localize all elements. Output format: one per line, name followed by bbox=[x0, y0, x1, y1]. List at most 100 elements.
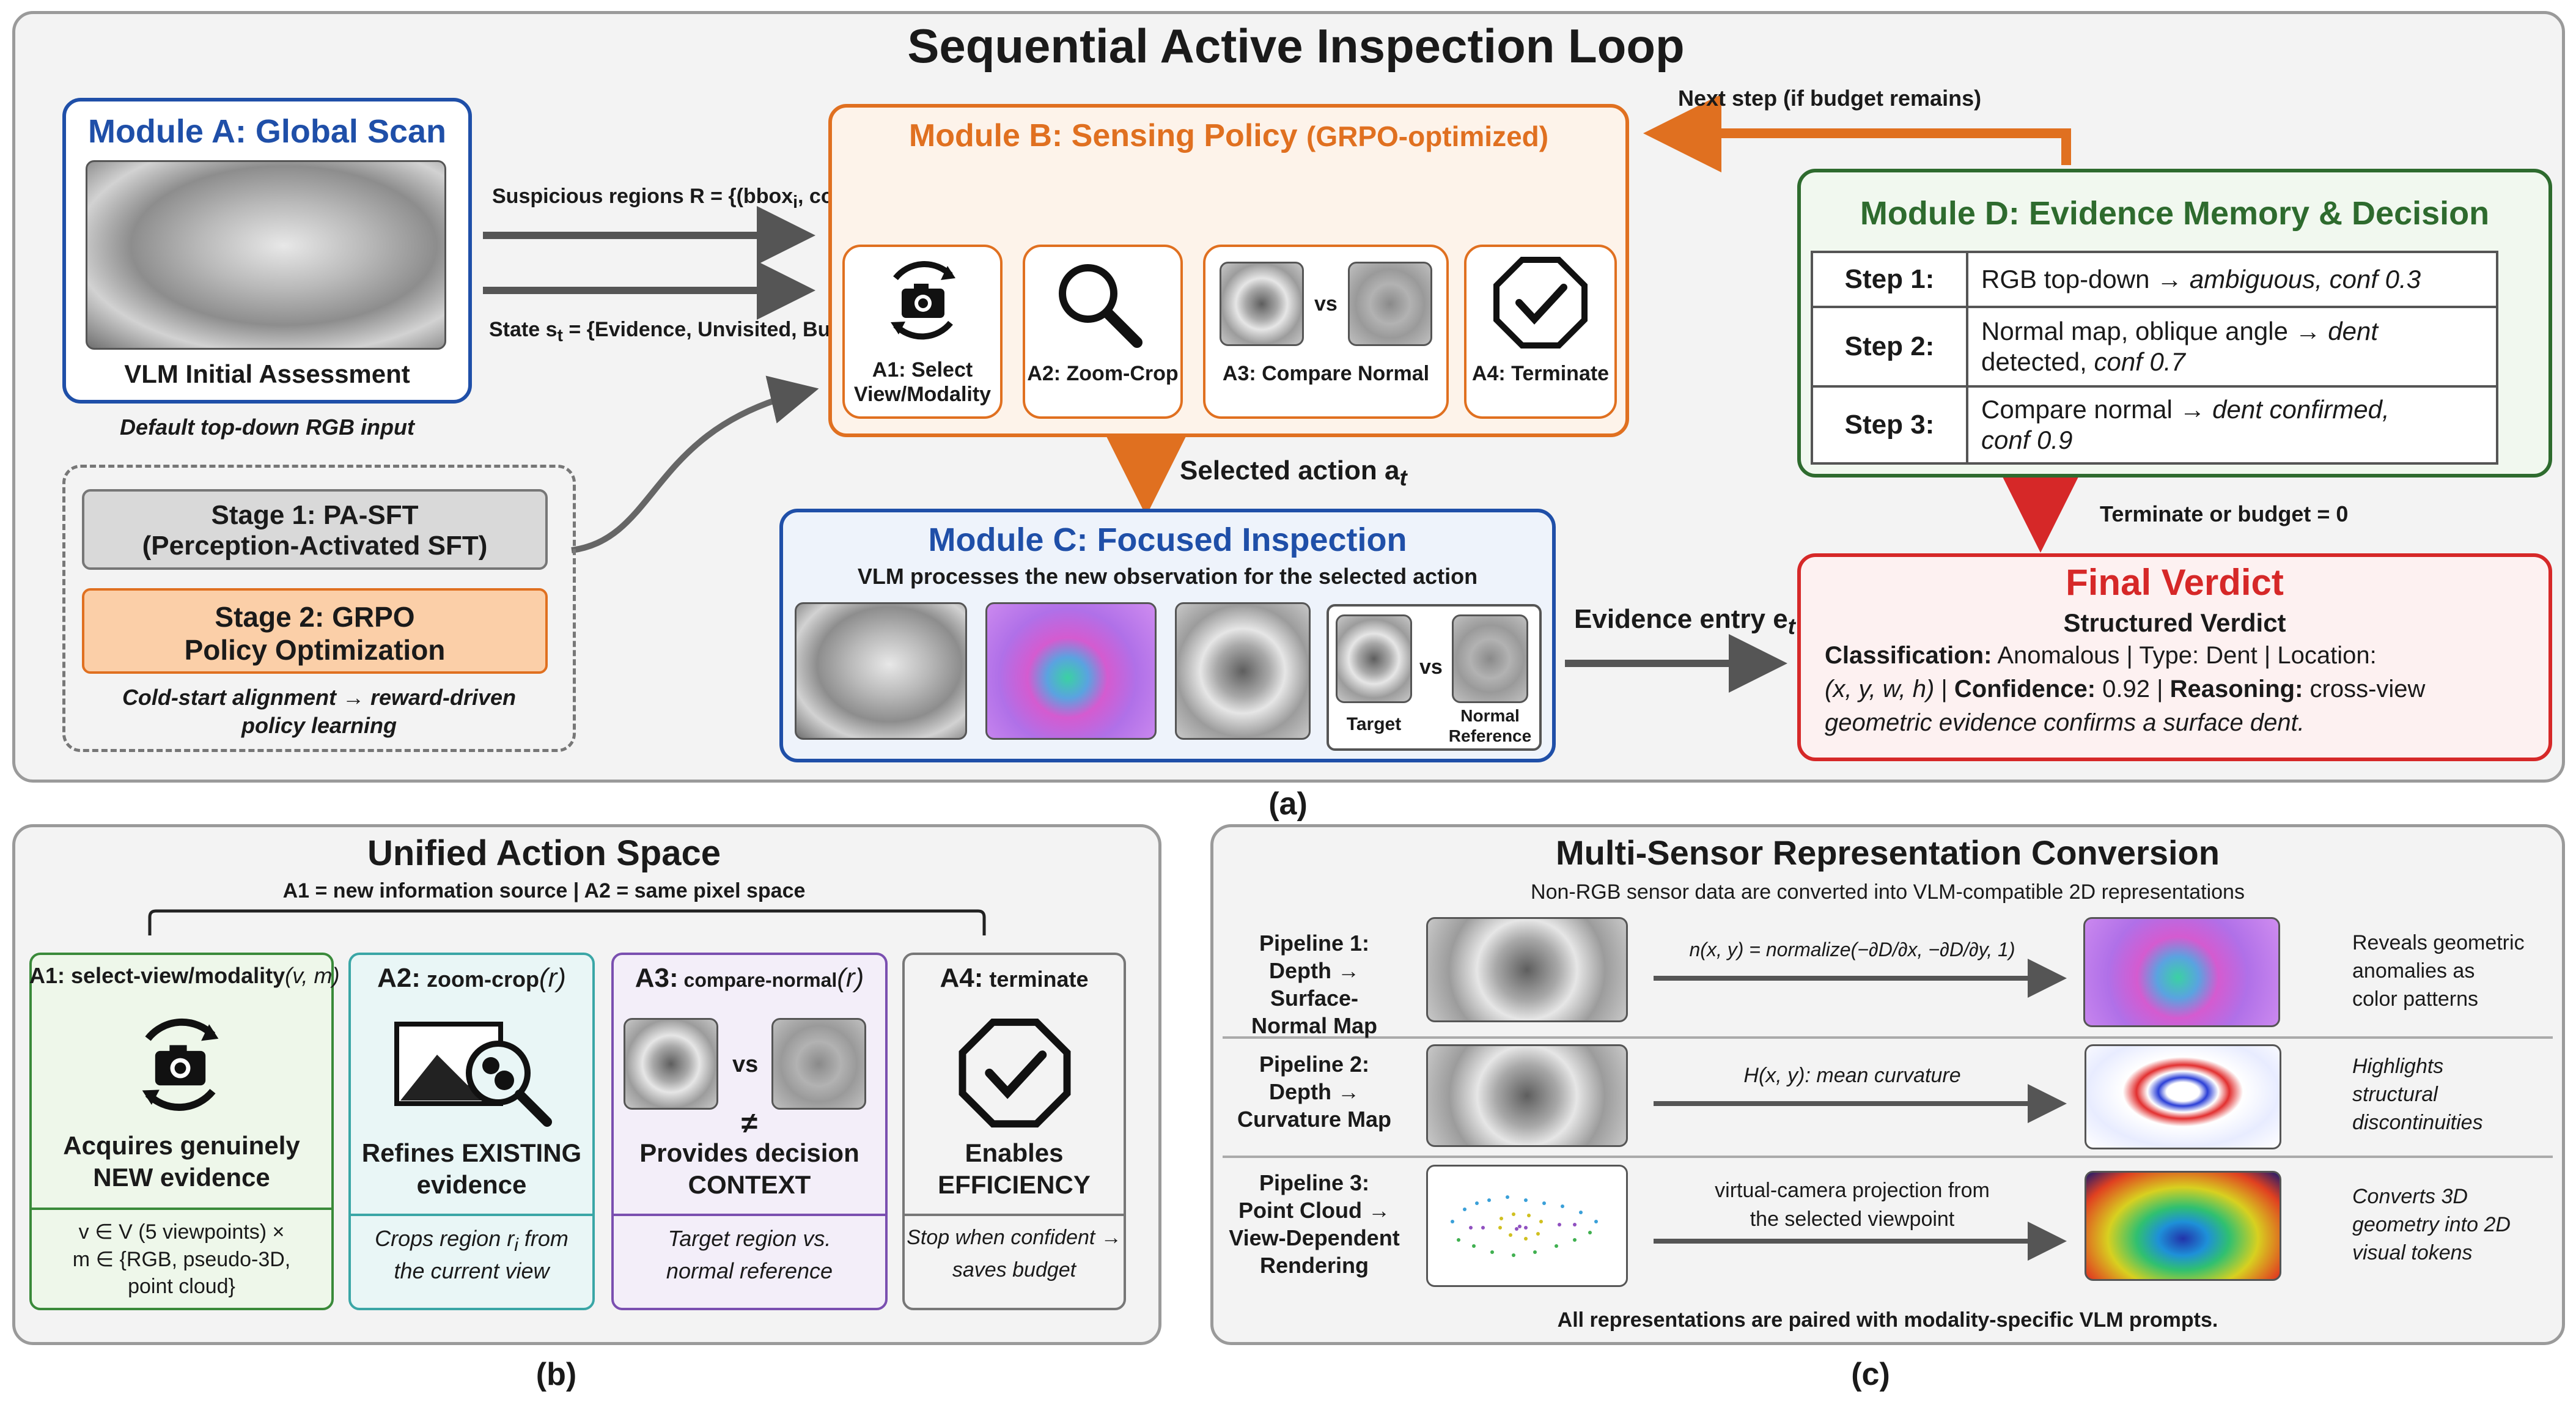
module-a-caption: VLM Initial Assessment bbox=[124, 360, 410, 388]
c-row-sep-1 bbox=[1223, 1036, 2553, 1039]
verdict-subtitle: Structured Verdict bbox=[2063, 608, 2286, 637]
b-card-a4-main2: EFFICIENCY bbox=[938, 1170, 1091, 1199]
step-row-1: Step 1: RGB top-down → ambiguous, conf 0… bbox=[1813, 253, 2496, 308]
panel-a-title: Sequential Active Inspection Loop bbox=[907, 19, 1685, 73]
b-card-a3-normal-thumb bbox=[771, 1018, 866, 1110]
stage1-line2: (Perception-Activated SFT) bbox=[142, 531, 488, 561]
b-card-a2-foot2: the current view bbox=[394, 1258, 550, 1283]
pipeline-3-desc: Converts 3D geometry into 2D visual toke… bbox=[2352, 1185, 2511, 1264]
b-card-a1-main2: NEW evidence bbox=[93, 1163, 270, 1192]
b-card-a2-foot1: Crops region ri from bbox=[375, 1226, 569, 1256]
training-note-2: policy learning bbox=[241, 713, 397, 738]
b-card-a3-neq: ≠ bbox=[741, 1107, 758, 1140]
b-card-a3-foot1: Target region vs. bbox=[668, 1226, 831, 1251]
b-card-a1-foot1: v ∈ V (5 viewpoints) × bbox=[78, 1220, 285, 1244]
training-box bbox=[62, 465, 576, 752]
panel-b-title: Unified Action Space bbox=[367, 833, 721, 873]
b-card-a2-main1: Refines EXISTING bbox=[361, 1138, 582, 1167]
b-action-a4-label: A4: Terminate bbox=[1471, 362, 1610, 385]
b-card-a4 bbox=[902, 953, 1126, 1310]
pipeline-1-output bbox=[2083, 917, 2280, 1027]
b-card-a2-main2: evidence bbox=[416, 1170, 527, 1199]
module-a-title: Module A: Global Scan bbox=[87, 113, 447, 150]
point-cloud-graphic bbox=[1451, 1195, 1598, 1257]
arrow-state-label: State st = {Evidence, Unvisited, Budget} bbox=[489, 318, 883, 345]
b-card-a4-foot2: saves budget bbox=[952, 1258, 1076, 1281]
training-note-1: Cold-start alignment → reward-driven bbox=[122, 685, 517, 710]
pipeline-3-formula-2: the selected viewpoint bbox=[1750, 1208, 1955, 1231]
b-card-a1-head: A1: select-view/modality(v, m) bbox=[29, 963, 340, 988]
b-action-select-view[interactable] bbox=[842, 245, 1003, 419]
pipeline-2-label: Pipeline 2: Depth → Curvature Map bbox=[1237, 1052, 1392, 1132]
b-action-a2-label: A2: Zoom-Crop bbox=[1027, 362, 1179, 385]
evidence-entry-label: Evidence entry et bbox=[1574, 604, 1795, 639]
verdict-line1: Classification: Anomalous | Type: Dent |… bbox=[1825, 642, 2377, 669]
c-target-label: Target bbox=[1346, 714, 1402, 734]
b-card-a4-main1: Enables bbox=[965, 1138, 1064, 1167]
module-c-subtitle: VLM processes the new observation for th… bbox=[857, 564, 1478, 589]
pipeline-3-formula-1: virtual-camera projection from bbox=[1715, 1179, 1990, 1202]
pipeline-2-desc: Highlights structural discontinuities bbox=[2352, 1055, 2483, 1134]
panel-c-title: Multi-Sensor Representation Conversion bbox=[1556, 833, 2220, 872]
b-card-a2 bbox=[348, 953, 595, 1310]
c-normal-ref-2: Reference bbox=[1448, 726, 1532, 745]
magnifier-icon bbox=[1059, 264, 1143, 348]
b-image-zoom-icon bbox=[394, 1022, 552, 1127]
c-image-normal bbox=[985, 602, 1157, 740]
b-card-a2-divider bbox=[351, 1214, 592, 1216]
b-card-a1-foot2: m ∈ {RGB, pseudo-3D, bbox=[72, 1248, 291, 1271]
pipeline-1-label: Pipeline 1: Depth → Surface- Normal Map bbox=[1251, 931, 1378, 1038]
panel-b-bracket-text: A1 = new information source | A2 = same … bbox=[282, 879, 806, 902]
module-b-title: Module B: Sensing Policy (GRPO-optimized… bbox=[908, 118, 1549, 153]
b-target-thumb bbox=[1220, 262, 1304, 346]
b-card-a4-divider bbox=[905, 1214, 1124, 1216]
pipeline-2-formula: H(x, y): mean curvature bbox=[1743, 1064, 1961, 1087]
b-card-a1 bbox=[29, 953, 334, 1310]
pipeline-3-input bbox=[1426, 1165, 1628, 1287]
pipeline-1-input bbox=[1426, 917, 1628, 1022]
verdict-line2: (x, y, w, h) | Confidence: 0.92 | Reason… bbox=[1825, 676, 2426, 702]
caption-b: (b) bbox=[535, 1357, 577, 1392]
pipeline-3-label: Pipeline 3: Point Cloud → View-Dependent… bbox=[1229, 1170, 1400, 1278]
c-vs-text: vs bbox=[1419, 655, 1443, 679]
step-row-2: Step 2: Normal map, oblique angle → dent… bbox=[1813, 308, 2496, 388]
b-card-a3-head: A3: compare-normal(r) bbox=[635, 963, 864, 993]
verdict-box bbox=[1797, 553, 2552, 761]
panel-b-bracket bbox=[148, 909, 986, 935]
verdict-line3: geometric evidence confirms a surface de… bbox=[1825, 709, 2305, 736]
module-a-note: Default top-down RGB input bbox=[120, 415, 414, 440]
evidence-table: Step 1: RGB top-down → ambiguous, conf 0… bbox=[1811, 251, 2498, 465]
panel-c-subtitle: Non-RGB sensor data are converted into V… bbox=[1531, 880, 2245, 904]
arrow-suspicious-label: Suspicious regions R = {(bboxi, confi)} bbox=[492, 185, 873, 212]
b-card-a1-divider bbox=[32, 1208, 331, 1210]
stop-check-icon bbox=[1493, 257, 1588, 348]
b-card-a3-foot2: normal reference bbox=[666, 1258, 833, 1283]
b-card-a3 bbox=[611, 953, 888, 1310]
stage1-line1: Stage 1: PA-SFT bbox=[211, 500, 419, 530]
pipeline-1-formula: n(x, y) = normalize(−∂D/∂x, −∂D/∂y, 1) bbox=[1689, 939, 2015, 961]
caption-a: (a) bbox=[1268, 786, 1308, 822]
b-camera-rotate-icon bbox=[142, 1018, 219, 1111]
pipeline-3-output bbox=[2085, 1171, 2281, 1281]
b-card-a4-head: A4: terminate bbox=[940, 963, 1089, 993]
pipeline-2-output bbox=[2085, 1044, 2281, 1149]
b-card-a3-divider bbox=[614, 1214, 885, 1216]
pipeline-1-desc: Reveals geometric anomalies as color pat… bbox=[2352, 931, 2525, 1011]
b-action-a1-label-1: A1: Select bbox=[872, 358, 973, 382]
c-normal-ref-1: Normal bbox=[1460, 706, 1520, 725]
b-card-a3-main1: Provides decision bbox=[639, 1138, 859, 1167]
next-step-label: Next step (if budget remains) bbox=[1678, 86, 1982, 111]
module-a-image bbox=[86, 160, 446, 350]
c-normal-thumb bbox=[1452, 614, 1528, 703]
c-image-rgb bbox=[795, 602, 967, 740]
b-normal-thumb bbox=[1348, 262, 1432, 346]
b-card-a3-vs: vs bbox=[732, 1052, 759, 1077]
c-image-zoom bbox=[1175, 602, 1311, 740]
c-target-thumb bbox=[1336, 614, 1412, 703]
panel-c-footer: All representations are paired with moda… bbox=[1557, 1308, 2218, 1332]
b-action-terminate[interactable] bbox=[1464, 245, 1617, 419]
b-card-a3-main2: CONTEXT bbox=[688, 1170, 811, 1199]
b-card-a4-foot1: Stop when confident → bbox=[907, 1226, 1122, 1249]
module-d-title: Module D: Evidence Memory & Decision bbox=[1860, 195, 2490, 232]
pipeline-2-input bbox=[1426, 1044, 1628, 1147]
